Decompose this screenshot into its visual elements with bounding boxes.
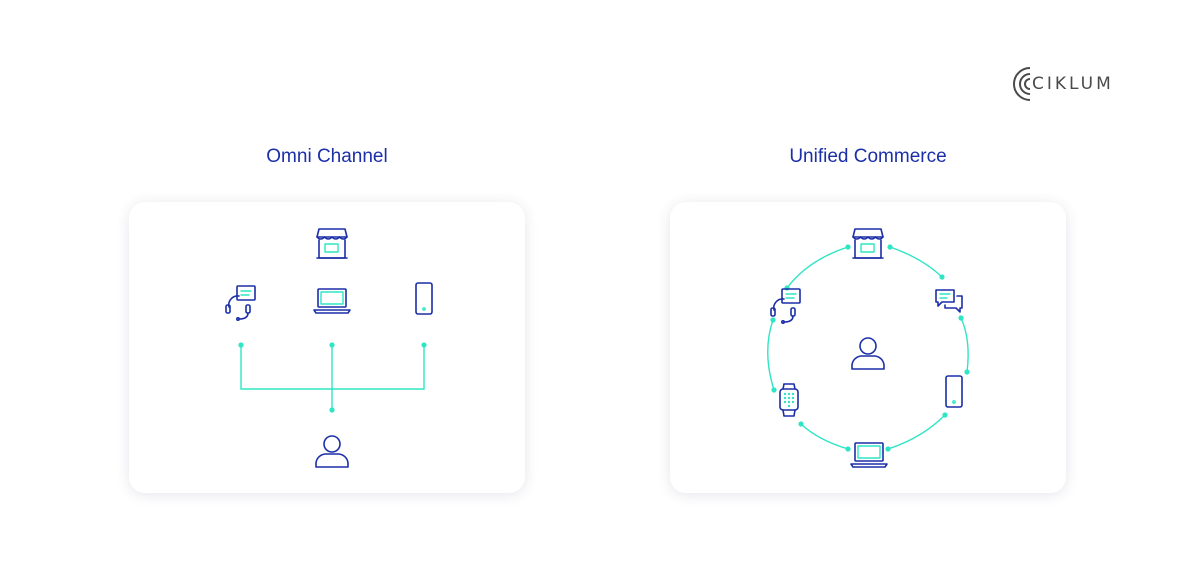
support-agent-icon: [770, 288, 801, 324]
connector-dot: [329, 342, 335, 348]
connector-dot: [329, 407, 335, 413]
connector-dot: [887, 244, 893, 250]
smartwatch-key: [791, 392, 795, 396]
smartwatch-key: [791, 400, 795, 404]
connector-dot: [958, 315, 964, 321]
omni-channel-panel: [129, 202, 525, 493]
smartwatch-key: [783, 392, 787, 396]
store-icon: [316, 228, 348, 259]
connector-dot: [845, 244, 851, 250]
unified-commerce-title: Unified Commerce: [789, 146, 947, 167]
smartwatch-key: [787, 400, 791, 404]
laptop-icon: [850, 442, 888, 468]
user-icon: [315, 435, 349, 468]
user-icon: [851, 337, 885, 370]
connector-dot: [939, 274, 945, 280]
connector-dot: [845, 446, 851, 452]
smartwatch-icon: [779, 383, 799, 417]
smartphone-icon: [415, 282, 433, 315]
brand-name: CIKLUM: [1032, 74, 1114, 94]
omni-channel-diagram: [225, 228, 433, 468]
support-agent-icon: [225, 285, 256, 321]
connector-dot: [421, 342, 427, 348]
chat-icon: [935, 289, 963, 313]
smartwatch-key: [783, 396, 787, 400]
connection-ring: [767, 246, 969, 450]
smartwatch-key: [787, 392, 791, 396]
smartwatch-key: [783, 400, 787, 404]
unified-commerce-diagram: [767, 228, 970, 468]
smartwatch-key: [787, 404, 791, 408]
connector-dot: [784, 285, 790, 291]
smartwatch-key: [791, 396, 795, 400]
smartphone-icon: [945, 375, 963, 408]
ciklum-c-logo-icon: [1013, 67, 1031, 101]
connector-dot: [885, 446, 891, 452]
connector-dot: [964, 369, 970, 375]
connector-dot: [771, 387, 777, 393]
connector-dot: [798, 421, 804, 427]
smartwatch-key: [787, 396, 791, 400]
laptop-icon: [313, 288, 351, 314]
unified-commerce-panel: [670, 202, 1066, 493]
store-icon: [852, 228, 884, 259]
connector-dot: [942, 412, 948, 418]
omni-channel-title: Omni Channel: [266, 146, 388, 167]
connector-dot: [238, 342, 244, 348]
connector-dot: [770, 317, 776, 323]
